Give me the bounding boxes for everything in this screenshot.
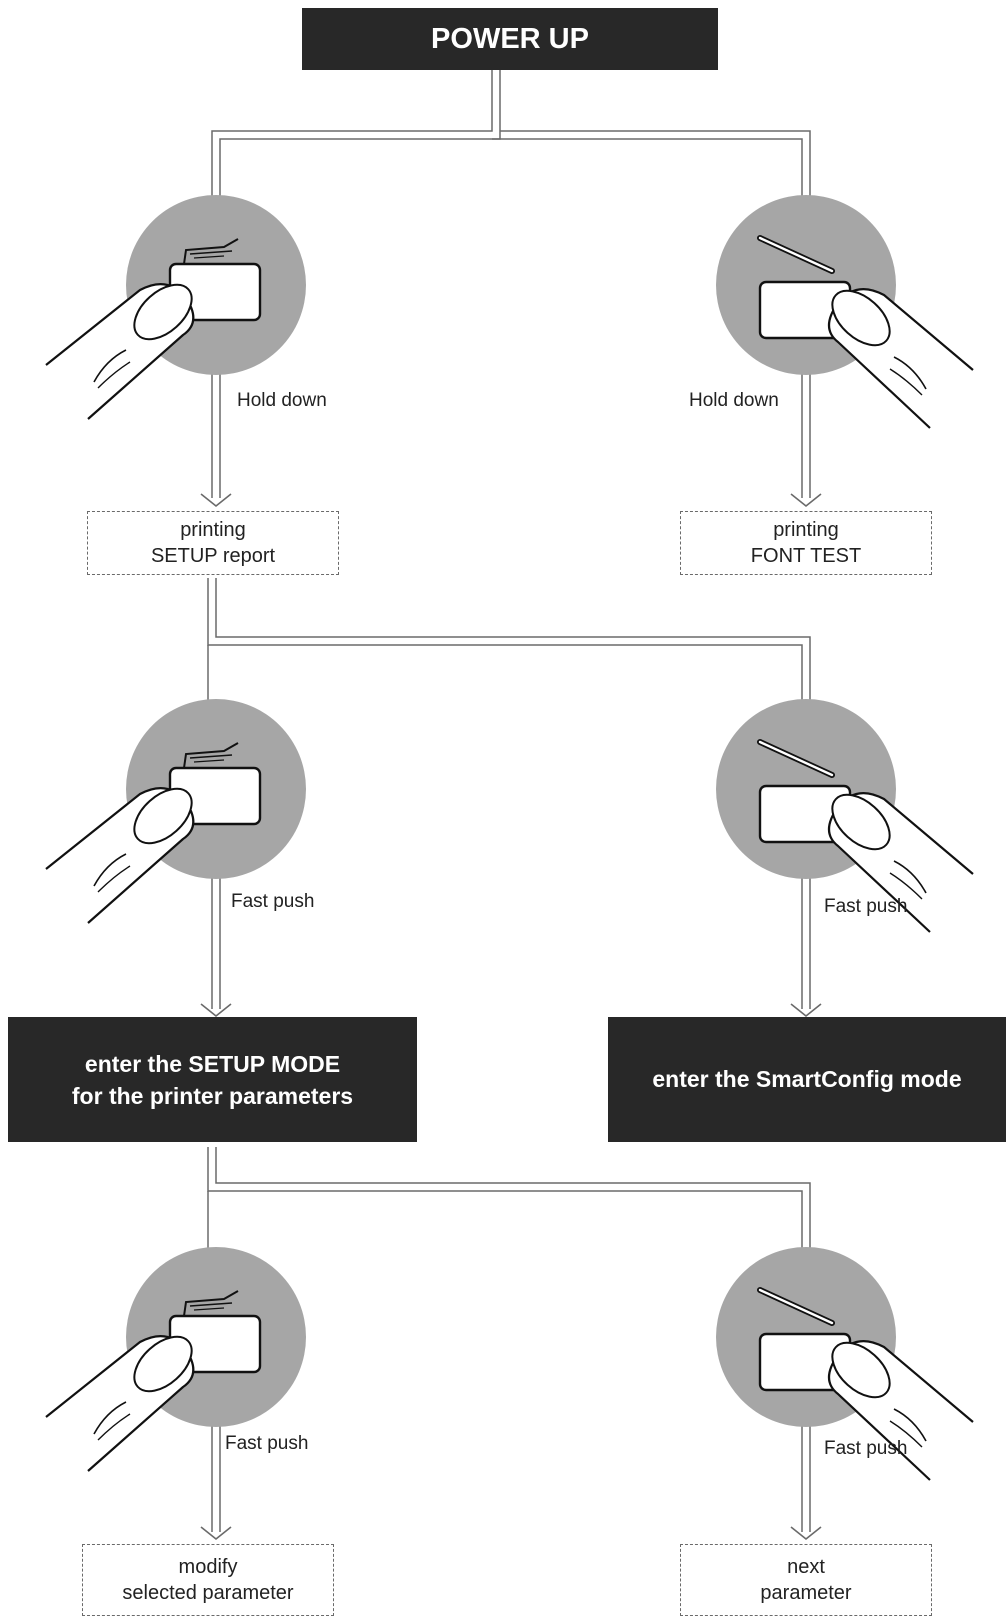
result-line: SETUP report xyxy=(150,545,276,567)
action-label-fast-push: Fast push xyxy=(231,891,315,912)
result-font-test: printing FONT TEST xyxy=(680,511,932,575)
result-modify-parameter: modify selected parameter xyxy=(82,1544,334,1616)
setup-mode-box: enter the SETUP MODE for the printer par… xyxy=(8,1017,417,1142)
action-label-fast-push: Fast push xyxy=(824,896,908,917)
action-label-hold-left: Hold down xyxy=(237,390,327,411)
result-line: printing xyxy=(180,519,246,541)
action-label-hold-right: Hold down xyxy=(689,390,779,411)
result-setup-report: printing SETUP report xyxy=(87,511,339,575)
result-line: selected parameter xyxy=(122,1582,294,1604)
result-line: next xyxy=(787,1556,825,1578)
feed-button-icon xyxy=(46,195,306,419)
setup-mode-line: for the printer parameters xyxy=(71,1082,354,1109)
result-next-parameter: next parameter xyxy=(680,1544,932,1616)
result-line: FONT TEST xyxy=(750,545,862,567)
result-line: parameter xyxy=(760,1582,852,1604)
result-line: modify xyxy=(178,1556,238,1578)
power-up-box: POWER UP xyxy=(302,8,718,70)
feed-button-icon xyxy=(46,699,306,923)
power-up-label: POWER UP xyxy=(431,22,589,55)
smartconfig-mode-label: enter the SmartConfig mode xyxy=(652,1066,962,1092)
smartconfig-mode-box: enter the SmartConfig mode xyxy=(608,1017,1006,1142)
result-line: printing xyxy=(773,519,839,541)
action-label-fast-push: Fast push xyxy=(824,1438,908,1459)
action-label-fast-push: Fast push xyxy=(225,1433,309,1454)
setup-mode-line: enter the SETUP MODE xyxy=(84,1050,341,1077)
